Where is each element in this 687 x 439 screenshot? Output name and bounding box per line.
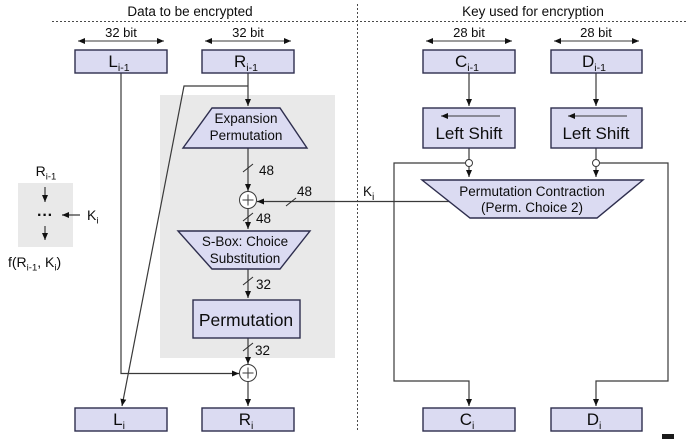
branch-node-icon (465, 159, 473, 167)
register-r-prev (201, 49, 295, 74)
label-sub: i-1 (118, 62, 130, 74)
wire-labels: 48 48 48 32 32 Ki (255, 163, 374, 358)
permutation-block: Permutation (192, 299, 301, 339)
left-shift-d-box (550, 107, 643, 149)
label-sub: i-1 (467, 62, 479, 74)
bus-width-label: 48 (297, 184, 312, 199)
legend-k-label: Ki (87, 207, 98, 227)
label-sub: i (251, 420, 253, 432)
label-part: ) (56, 254, 61, 270)
subkey-label: Ki (363, 184, 374, 203)
label-part: f(R (8, 254, 27, 270)
perm-contraction-block: Permutation Contraction (Perm. Choice 2) (419, 179, 645, 219)
label-part: , K (37, 254, 55, 270)
permutation-box (192, 299, 301, 339)
expansion-trapezoid (181, 107, 309, 149)
perm-contraction-label-line1: Permutation Contraction (459, 184, 605, 199)
permutation-label: Permutation (199, 310, 293, 330)
register-c-out (422, 407, 516, 432)
bit-span-arrows: 32 bit 32 bit 28 bit 28 bit (78, 25, 639, 44)
register-c-out-label: Ci (460, 410, 475, 432)
left-shift-d-label: Left Shift (562, 124, 629, 143)
register-l-prev (74, 49, 168, 74)
artifact-speck (662, 434, 674, 439)
label-main: D (582, 52, 594, 71)
label-main: C (460, 410, 472, 429)
bus-tick (242, 342, 254, 352)
bit-label-d: 28 bit (580, 25, 612, 40)
wire-l-to-xor (120, 73, 239, 377)
sbox-label-line1: S-Box: Choice (202, 234, 288, 249)
label-main: D (587, 410, 599, 429)
left-shift-c-box (422, 107, 516, 149)
register-d-prev-label: Di-1 (582, 52, 606, 74)
expansion-label-line2: Permutation (210, 128, 283, 143)
bit-label-l: 32 bit (105, 25, 137, 40)
label-sub: i-1 (46, 172, 57, 183)
subkey-label-main: K (363, 184, 372, 199)
perm-contraction-label-line2: (Perm. Choice 2) (481, 200, 583, 215)
register-l-out-label: Li (113, 410, 125, 432)
legend-r-label: Ri-1 (36, 163, 57, 183)
label-sub: i (54, 263, 56, 274)
bus-tick (285, 197, 297, 207)
expansion-label-line1: Expansion (214, 111, 277, 126)
register-c-prev (422, 49, 516, 74)
register-l-out (74, 407, 168, 432)
label-main: L (108, 52, 117, 71)
label-sub: i (96, 216, 98, 227)
subkey-label-sub: i (372, 191, 374, 203)
bus-width-label: 48 (259, 163, 274, 178)
label-sub: i (472, 420, 474, 432)
sbox-label-line2: Substitution (210, 251, 281, 266)
bit-label-r: 32 bit (232, 25, 264, 40)
label-main: C (455, 52, 467, 71)
left-shift-blocks: Left Shift Left Shift (422, 107, 643, 149)
register-r-out (201, 407, 295, 432)
bus-width-label: 32 (255, 343, 270, 358)
label-main: L (113, 410, 122, 429)
xor-nodes (239, 191, 257, 382)
legend-dots: ··· (37, 207, 53, 224)
bus-tick (242, 276, 254, 286)
label-main: R (234, 52, 246, 71)
label-sub: i (599, 420, 601, 432)
register-d-out-label: Di (587, 410, 602, 432)
output-registers: Li Ri Ci Di (74, 407, 643, 432)
register-r-out-label: Ri (239, 410, 254, 432)
bus-width-label: 32 (256, 277, 271, 292)
wire-loop-to-d-out (593, 162, 669, 406)
bus-width-label: 48 (256, 211, 271, 226)
bit-label-c: 28 bit (453, 25, 485, 40)
expansion-permutation-block: Expansion Permutation (181, 107, 309, 149)
sbox-trapezoid (176, 230, 312, 270)
branch-node-icon (592, 159, 600, 167)
register-d-out (550, 407, 643, 432)
wire-loop-to-c-out (393, 162, 472, 406)
perm-contraction-trapezoid (419, 179, 645, 219)
register-r-prev-label: Ri-1 (234, 52, 258, 74)
bus-tick (242, 212, 254, 222)
label-main: K (87, 207, 97, 223)
f-function-legend: Ri-1 ··· Ki f(Ri-1, Ki) (8, 163, 98, 274)
label-main: R (36, 163, 46, 179)
label-sub: i-1 (246, 62, 258, 74)
label-sub: i (123, 420, 125, 432)
register-l-prev-label: Li-1 (108, 52, 129, 74)
wires (120, 73, 669, 407)
label-sub: i-1 (594, 62, 606, 74)
left-header: Data to be encrypted (127, 4, 252, 19)
label-sub: i-1 (27, 263, 38, 274)
sbox-block: S-Box: Choice Substitution (176, 230, 312, 270)
right-header: Key used for encryption (462, 4, 604, 19)
register-d-prev (550, 49, 643, 74)
input-registers: Li-1 Ri-1 Ci-1 Di-1 (74, 49, 643, 74)
legend-f-label: f(Ri-1, Ki) (8, 254, 61, 274)
left-shift-c-label: Left Shift (435, 124, 502, 143)
bus-tick (242, 163, 254, 173)
register-c-prev-label: Ci-1 (455, 52, 479, 74)
wire-r-to-l-out (120, 85, 248, 407)
label-main: R (239, 410, 251, 429)
